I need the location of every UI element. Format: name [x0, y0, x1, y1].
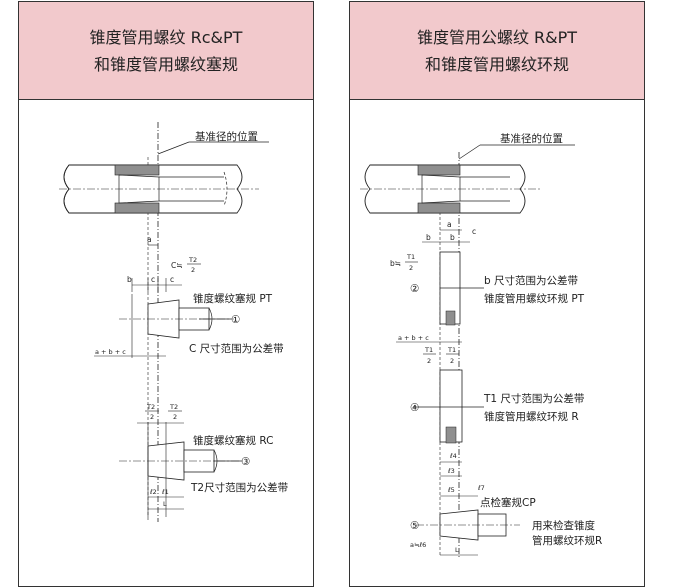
dim-a: a: [447, 220, 452, 229]
mark-5: ⑤: [410, 520, 419, 532]
male-pipe: [360, 164, 540, 214]
mark-2: ②: [410, 283, 419, 295]
frac-num-t2: T2: [188, 256, 197, 264]
frac-num-t1-c: T1: [447, 346, 456, 354]
ref-label: 基准径的位置: [195, 130, 258, 143]
cp-label: 点检塞规CP: [480, 496, 536, 509]
b-range-label: b 尺寸范围为公差带: [484, 274, 578, 287]
ring-gauge-r: [414, 369, 484, 444]
dim-c: c: [472, 227, 476, 236]
frac-den-2-c: 2: [173, 413, 177, 421]
left-panel: 锥度管用螺纹 Rc&PT 和锥度管用螺纹塞规 基准径的位置: [18, 1, 314, 587]
pipe-fitting: [59, 164, 259, 214]
frac-den-2-b: 2: [150, 413, 154, 421]
plug-gauge-pt: [119, 294, 234, 358]
formula-a: a≒ℓ6: [410, 541, 426, 549]
gauge-pt-label: 锥度螺纹塞规 PT: [193, 292, 273, 305]
formula-c-prefix: C≒: [171, 261, 183, 270]
right-title-line1: 锥度管用公螺纹 R&PT: [416, 27, 578, 47]
dim-l5: ℓ5: [448, 486, 455, 494]
dim-L: L: [455, 546, 459, 554]
left-diagram: 基准径的位置 a C≒ T2 2 b c c: [59, 122, 288, 522]
dim-b-1: b: [426, 233, 431, 242]
ref-label: 基准径的位置: [500, 132, 563, 145]
right-panel: 锥度管用公螺纹 R&PT 和锥度管用螺纹环规 基准径的位置 a b b c b≒…: [349, 1, 645, 587]
frac-num-t1-b: T1: [424, 346, 433, 354]
c-range-label: C 尺寸范围为公差带: [189, 342, 284, 355]
frac-num-t2-b: T2: [146, 403, 155, 411]
t2-range-label: T2尺寸范围为公差带: [190, 481, 288, 494]
frac-den-2-c: 2: [450, 357, 454, 365]
mark-1: ①: [231, 314, 240, 326]
frac-den-2-b: 2: [427, 357, 431, 365]
right-diagram: 基准径的位置 a b b c b≒ T1 2 ② b 尺寸范围为公差带: [360, 132, 602, 557]
frac-den-2: 2: [409, 264, 413, 272]
dim-l2: ℓ2: [150, 488, 157, 496]
left-panel-header: 锥度管用螺纹 Rc&PT 和锥度管用螺纹塞规: [19, 2, 313, 100]
formula-b-prefix: b≒: [390, 259, 401, 268]
t1-range-label: T1 尺寸范围为公差带: [483, 392, 584, 405]
left-title-line2: 和锥度管用螺纹塞规: [93, 54, 238, 74]
right-title-line2: 和锥度管用螺纹环规: [424, 54, 569, 74]
dim-abc: a + b + c: [398, 334, 429, 342]
dim-l3: ℓ3: [448, 467, 455, 475]
ring-pt-label: 锥度管用螺纹环规 PT: [484, 292, 585, 305]
dim-c-2: c: [170, 275, 174, 284]
dim-b: b: [127, 275, 132, 284]
dim-l4: ℓ4: [450, 452, 457, 460]
frac-den-2: 2: [191, 266, 195, 274]
frac-num-t2-c: T2: [169, 403, 178, 411]
dim-L: L: [163, 500, 167, 508]
check-label-1: 用来检查锥度: [532, 519, 595, 532]
right-panel-header: 锥度管用公螺纹 R&PT 和锥度管用螺纹环规: [350, 2, 644, 100]
gauge-rc-label: 锥度螺纹塞规 RC: [193, 434, 273, 447]
ref-leader: [157, 141, 190, 155]
dim-a: a: [147, 235, 152, 244]
frac-num-t1: T1: [406, 253, 415, 261]
dim-b-2: b: [450, 233, 455, 242]
check-label-2: 管用螺纹环规R: [532, 534, 602, 547]
left-title-line1: 锥度管用螺纹 Rc&PT: [89, 27, 243, 47]
mark-4: ④: [410, 402, 419, 414]
dim-abc: a + b + c: [95, 348, 126, 356]
dim-c-1: c: [151, 275, 155, 284]
ring-gauge-pt: [439, 251, 484, 326]
mark-3: ③: [241, 456, 250, 468]
dim-l7: ℓ7: [478, 484, 485, 492]
dim-l1: ℓ1: [162, 488, 169, 496]
cp-plug-gauge: [416, 509, 520, 541]
ring-r-label: 锥度管用螺纹环规 R: [484, 410, 579, 423]
